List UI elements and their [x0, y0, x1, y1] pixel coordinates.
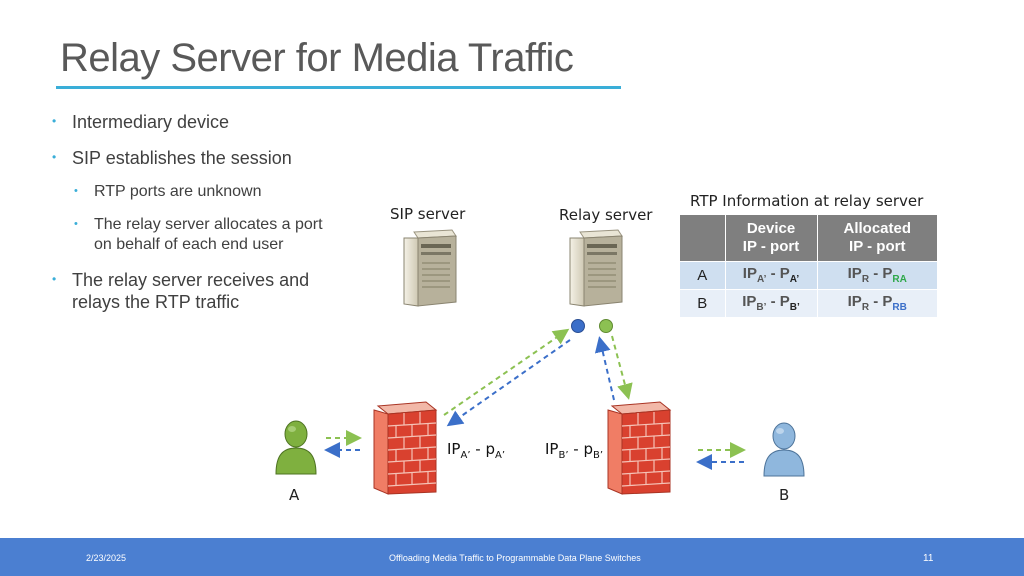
server-icon [403, 229, 457, 307]
title-underline [56, 86, 621, 89]
relay-port-b-dot [599, 319, 613, 333]
table-row: B IPB’ - PB’ IPR - PRB [680, 288, 937, 317]
sip-server-label: SIP server [390, 205, 466, 223]
bullet-text: SIP establishes the session [72, 148, 292, 168]
table-cell: IPA’ - PA’ [725, 260, 818, 289]
table-cell: B [680, 288, 726, 317]
rtp-table-title: RTP Information at relay server [690, 192, 924, 210]
bullet-dot-icon: • [52, 150, 57, 164]
bullet-dot-icon: • [52, 114, 57, 128]
person-icon [275, 420, 317, 475]
bullet-text: relays the RTP traffic [72, 292, 240, 312]
slide-title: Relay Server for Media Traffic [60, 36, 574, 80]
flow-arrow-blue [594, 336, 615, 401]
endpoint-a-label: A [289, 486, 300, 504]
bullet-dot-icon: • [74, 185, 78, 197]
ip-port-b-label: IPB’ - pB’ [545, 440, 604, 461]
footer-title: Offloading Media Traffic to Programmable… [389, 553, 641, 563]
person-icon [763, 422, 805, 477]
flow-arrow-green [611, 335, 633, 400]
table-cell: IPB’ - PB’ [725, 288, 818, 317]
relay-server-label: Relay server [559, 206, 653, 224]
table-cell: A [680, 260, 726, 289]
ip-port-a-label: IPA’ - pA’ [447, 440, 506, 461]
table-row: A IPA’ - PA’ IPR - PRA [680, 260, 937, 289]
bullet-dot-icon: • [74, 218, 78, 230]
table-cell: IPR - PRA [817, 260, 937, 289]
bullet-text: on behalf of each end user [94, 236, 284, 253]
slide-footer: 2/23/2025 Offloading Media Traffic to Pr… [0, 538, 1024, 576]
endpoint-b-label: B [779, 486, 790, 504]
bullet-text: RTP ports are unknown [94, 183, 262, 200]
relay-server-icon [569, 229, 623, 307]
firewall-icon [607, 401, 672, 495]
table-cell: IPR - PRB [817, 288, 937, 317]
flow-arrow-blue [446, 339, 571, 427]
bullet-text: Intermediary device [72, 112, 230, 132]
bullet-text: The relay server allocates a port [94, 216, 323, 233]
bullet-text: The relay server receives and [72, 270, 310, 290]
table-header-cell [680, 215, 726, 261]
relay-port-a-dot [571, 319, 585, 333]
flow-arrow-green [443, 328, 570, 416]
page-number: 11 [923, 553, 934, 564]
footer-date: 2/23/2025 [86, 553, 127, 563]
bullet-dot-icon: • [52, 272, 57, 286]
firewall-icon [373, 401, 438, 495]
